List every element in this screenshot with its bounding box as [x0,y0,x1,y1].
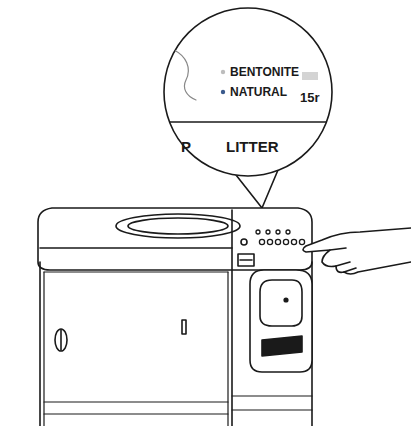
button-label: LITTER [226,139,279,154]
time-setting-value: 15r [300,91,320,104]
magnifier-circle [164,8,332,176]
litter-type-option: NATURAL [230,86,287,98]
button-label: P [181,139,191,154]
litter-type-option: BENTONITE [230,66,299,78]
